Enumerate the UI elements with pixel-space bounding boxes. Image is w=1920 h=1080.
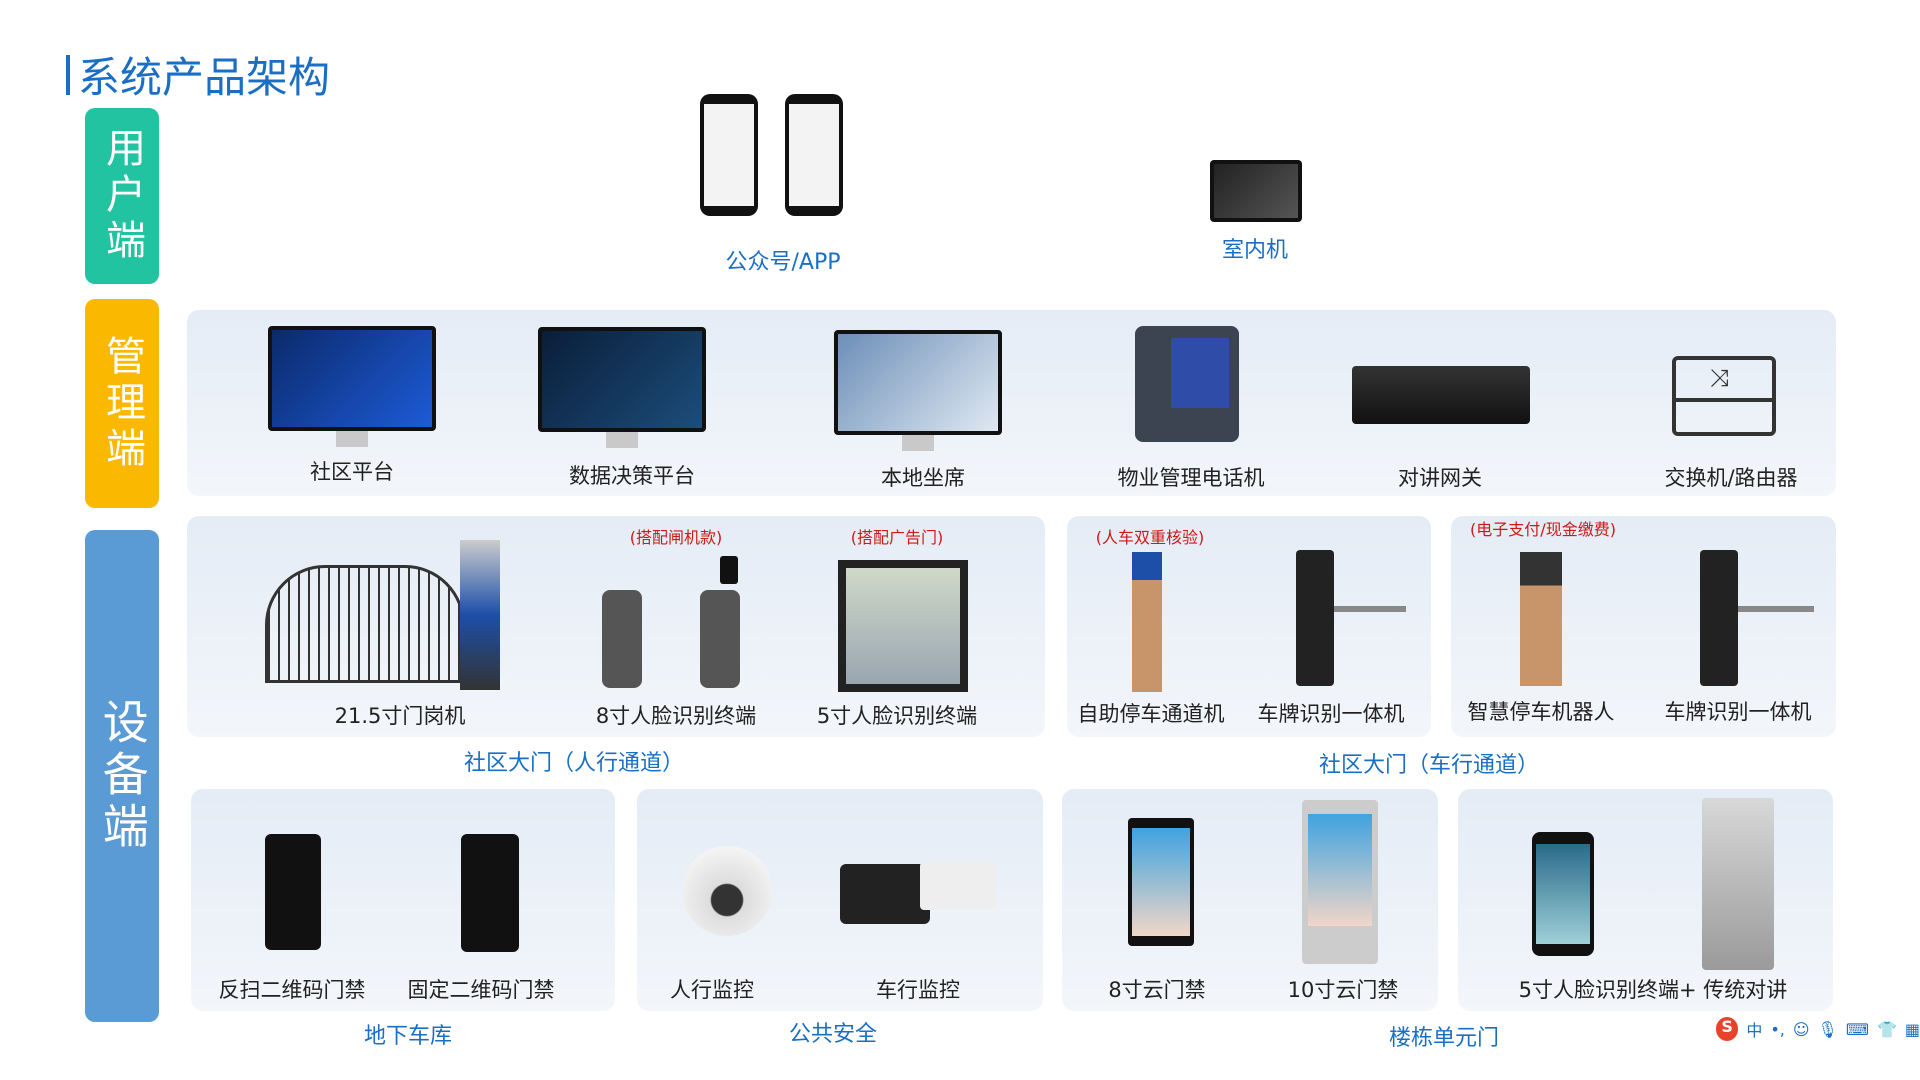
cloud-access-icon xyxy=(1128,818,1194,946)
qr-access-icon xyxy=(461,834,519,952)
kiosk-icon xyxy=(460,540,500,690)
device-parking-channel: 自助停车通道机 xyxy=(1077,702,1225,726)
device-pedestrian-cam: 人行监控 xyxy=(670,978,754,1002)
ime-menu-icon[interactable]: ▦ xyxy=(1904,1019,1920,1039)
mgmt-item-desk-phone: 物业管理电话机 xyxy=(1117,466,1265,490)
smartphone-icon xyxy=(785,94,843,216)
tier-device: 设备端 xyxy=(85,530,159,1022)
device-face-intercom: 5寸人脸识别终端+ 传统对讲 xyxy=(1518,978,1788,1002)
ime-punct-icon[interactable]: •, xyxy=(1770,1019,1785,1039)
vehicle-panel-a xyxy=(1067,516,1431,737)
indoor-monitor-icon xyxy=(1210,160,1302,222)
monitor-icon xyxy=(538,327,706,432)
group-pedestrian: 社区大门（人行通道） xyxy=(463,751,685,776)
gate-icon xyxy=(265,565,465,683)
ime-skin-icon[interactable]: 👕 xyxy=(1876,1019,1897,1039)
note-dual-verify: (人车双重核验) xyxy=(1095,528,1205,547)
gateway-icon xyxy=(1352,366,1530,424)
mgmt-item-gateway: 对讲网关 xyxy=(1398,466,1482,490)
tier-management: 管理端 xyxy=(85,299,159,508)
note-payment: (电子支付/现金缴费) xyxy=(1470,520,1616,539)
title-text: 系统产品架构 xyxy=(78,53,331,102)
ime-keyboard-icon[interactable]: ⌨ xyxy=(1845,1019,1869,1039)
cloud-access-icon xyxy=(1302,800,1378,964)
qr-access-icon xyxy=(265,834,321,950)
barrier-arm xyxy=(1334,606,1406,612)
page-title: 系统产品架构 xyxy=(66,44,330,105)
plate-camera-icon xyxy=(1700,550,1738,686)
title-bar xyxy=(66,54,70,95)
group-garage: 地下车库 xyxy=(363,1024,453,1049)
box-camera-body xyxy=(920,862,996,910)
desk-phone-icon xyxy=(1135,326,1239,442)
device-fixed-qr: 固定二维码门禁 xyxy=(407,978,555,1002)
device-parking-robot: 智慧停车机器人 xyxy=(1467,700,1615,724)
note-ad-door: (搭配广告门) xyxy=(850,528,944,547)
mgmt-item-local-seat: 本地坐席 xyxy=(881,466,965,490)
monitor-icon xyxy=(268,326,436,431)
ime-mic-icon[interactable]: 🎙 xyxy=(1817,1019,1838,1039)
device-plate-recognition-2: 车牌识别一体机 xyxy=(1664,700,1812,724)
ime-lang-toggle[interactable]: 中 xyxy=(1746,1021,1763,1040)
vehicle-panel-b xyxy=(1451,516,1836,737)
user-item-app: 公众号/APP xyxy=(725,250,841,275)
face-terminal-icon xyxy=(1532,832,1594,956)
group-security: 公共安全 xyxy=(788,1022,878,1047)
plate-camera-icon xyxy=(1296,550,1334,686)
tier-user: 用户端 xyxy=(85,108,159,284)
device-cloud-access-8: 8寸云门禁 xyxy=(1108,978,1206,1002)
smartphone-icon xyxy=(700,94,758,216)
user-item-indoor: 室内机 xyxy=(1221,238,1289,263)
barrier-arm xyxy=(1738,606,1814,612)
garage-panel xyxy=(191,789,615,1011)
parking-kiosk-icon xyxy=(1132,552,1162,692)
device-vehicle-cam: 车行监控 xyxy=(876,978,960,1002)
device-gate-kiosk: 21.5寸门岗机 xyxy=(334,704,466,728)
group-vehicle: 社区大门（车行通道） xyxy=(1318,753,1540,778)
note-turnstile: (搭配闸机款) xyxy=(629,528,723,547)
device-face-terminal-5: 5寸人脸识别终端 xyxy=(816,704,978,728)
group-unit: 楼栋单元门 xyxy=(1388,1026,1500,1051)
ime-logo-icon[interactable]: S xyxy=(1716,1017,1739,1041)
monitor-stand xyxy=(606,432,638,448)
ime-toolbar[interactable]: S 中 •, ☺ 🎙 ⌨ 👕 ▦ xyxy=(1712,1014,1920,1044)
intercom-panel-icon xyxy=(1702,798,1774,970)
turnstile-icon xyxy=(602,590,642,688)
device-plate-recognition: 车牌识别一体机 xyxy=(1257,702,1405,726)
monitor-stand xyxy=(902,435,934,451)
ime-emoji-icon[interactable]: ☺ xyxy=(1792,1019,1810,1039)
mgmt-item-switch-router: 交换机/路由器 xyxy=(1664,466,1798,490)
ad-door-icon xyxy=(838,560,968,692)
box-camera-icon xyxy=(840,864,930,924)
device-face-terminal-8: 8寸人脸识别终端 xyxy=(595,704,757,728)
turnstile-icon xyxy=(700,590,740,688)
mgmt-item-community-platform: 社区平台 xyxy=(310,460,394,484)
mgmt-item-data-platform: 数据决策平台 xyxy=(569,464,695,488)
parking-robot-icon xyxy=(1520,552,1562,686)
management-panel xyxy=(187,310,1836,496)
device-reverse-qr: 反扫二维码门禁 xyxy=(218,978,366,1002)
switch-icon: ⤨ xyxy=(1672,356,1776,436)
dome-camera-icon xyxy=(682,846,772,936)
monitor-icon xyxy=(834,330,1002,435)
monitor-stand xyxy=(336,431,368,447)
face-terminal-icon xyxy=(720,556,738,584)
device-cloud-access-10: 10寸云门禁 xyxy=(1287,978,1399,1002)
